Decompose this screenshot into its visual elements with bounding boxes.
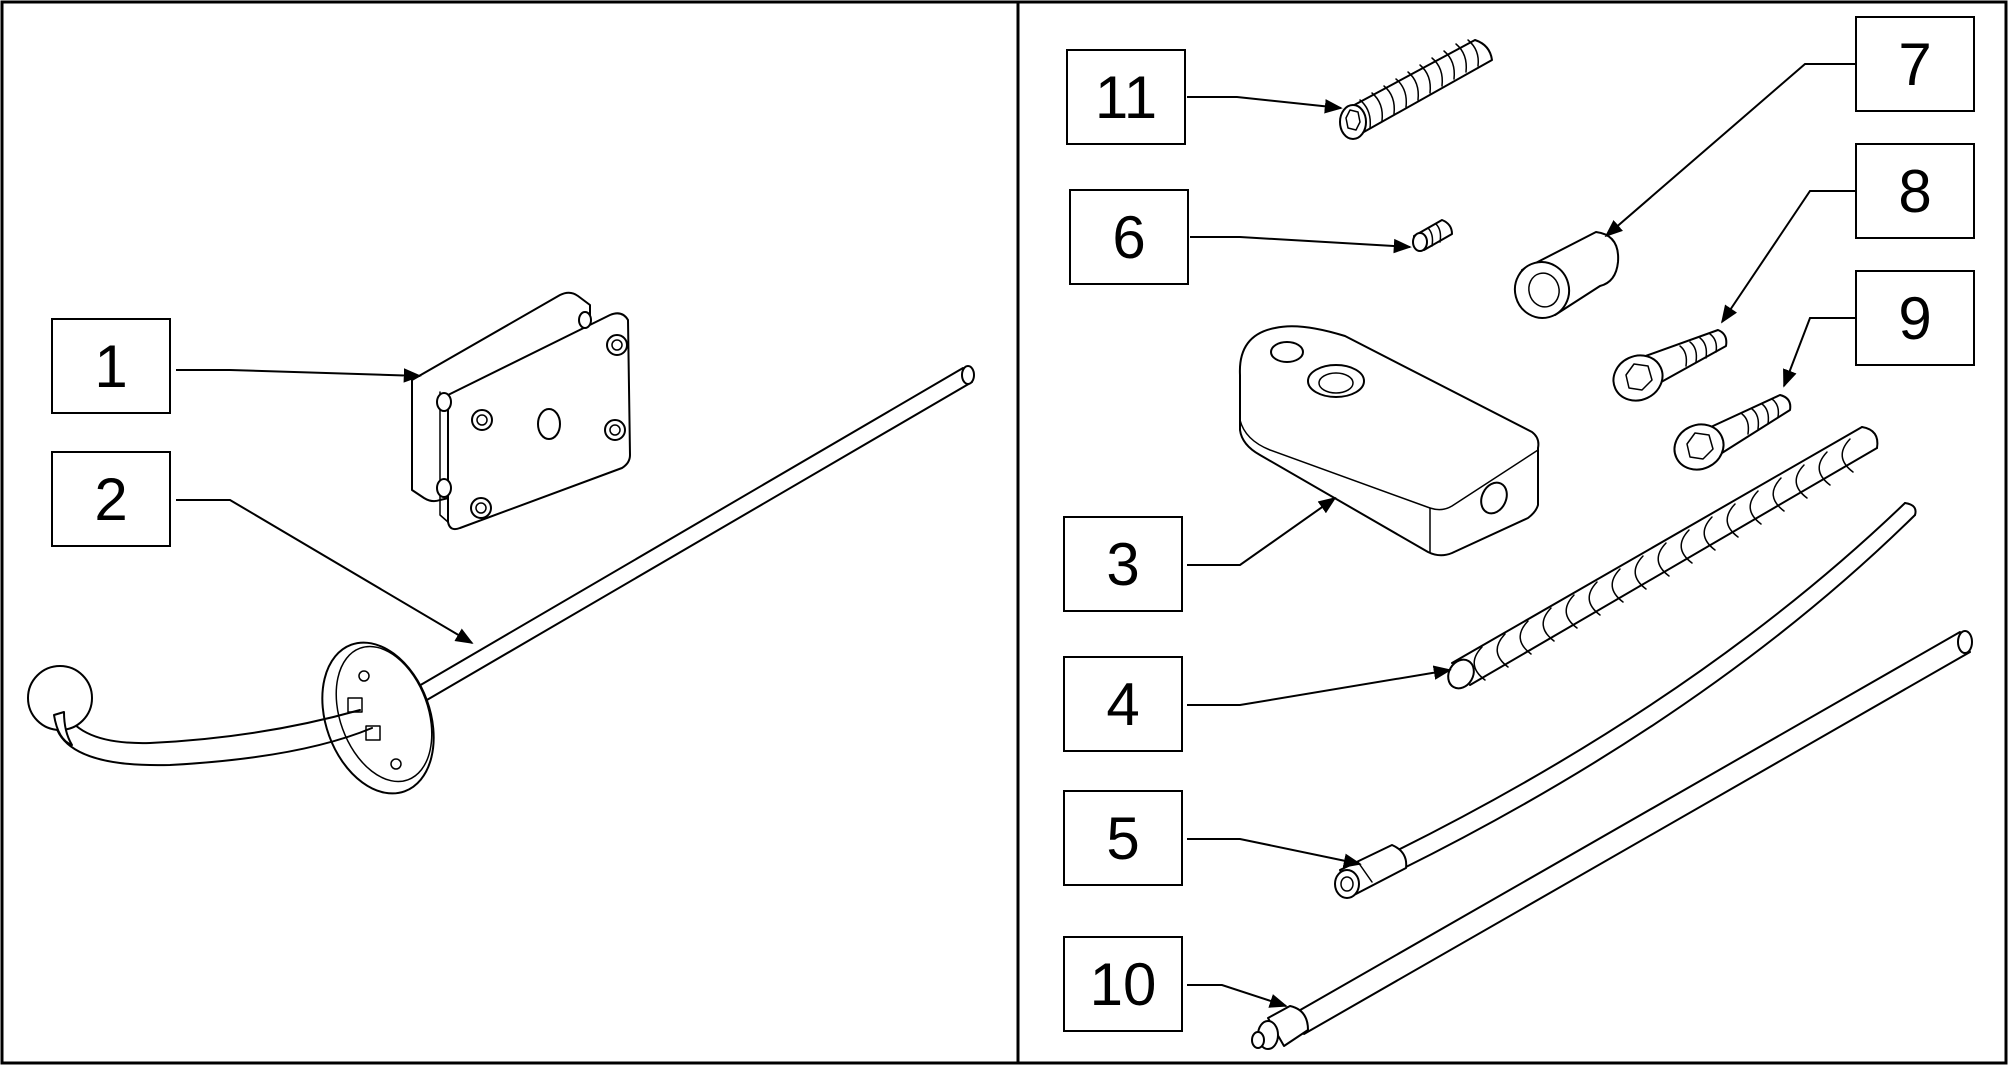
- callout-1: 1: [51, 318, 171, 414]
- part-2-rod-assembly: [27, 365, 975, 795]
- part-11-threaded-set-screw: [1339, 39, 1493, 140]
- callout-9: 9: [1855, 270, 1975, 366]
- part-7-spacer-sleeve: [1513, 231, 1620, 319]
- callout-4: 4: [1063, 656, 1183, 752]
- callout-10: 10: [1063, 936, 1183, 1032]
- callout-6: 6: [1069, 189, 1189, 285]
- callout-3: 3: [1063, 516, 1183, 612]
- part-3-block: [1238, 325, 1540, 557]
- part-8-cap-screw: [1612, 329, 1728, 402]
- part-5-cable-with-nut: [1334, 502, 1917, 899]
- part-6-small-set-screw: [1412, 219, 1453, 252]
- right-panel-frame: [1016, 0, 2008, 1065]
- part-10-rod-with-fitting: [1251, 630, 1973, 1050]
- callout-5: 5: [1063, 790, 1183, 886]
- part-4-spiral-wrap: [1447, 426, 1879, 690]
- callout-8: 8: [1855, 143, 1975, 239]
- leader-lines: [176, 63, 1855, 1008]
- callout-2: 2: [51, 451, 171, 547]
- part-9-cap-screw: [1673, 394, 1792, 471]
- callout-11: 11: [1066, 49, 1186, 145]
- callout-7: 7: [1855, 16, 1975, 112]
- part-1-mounting-plate: [411, 291, 631, 531]
